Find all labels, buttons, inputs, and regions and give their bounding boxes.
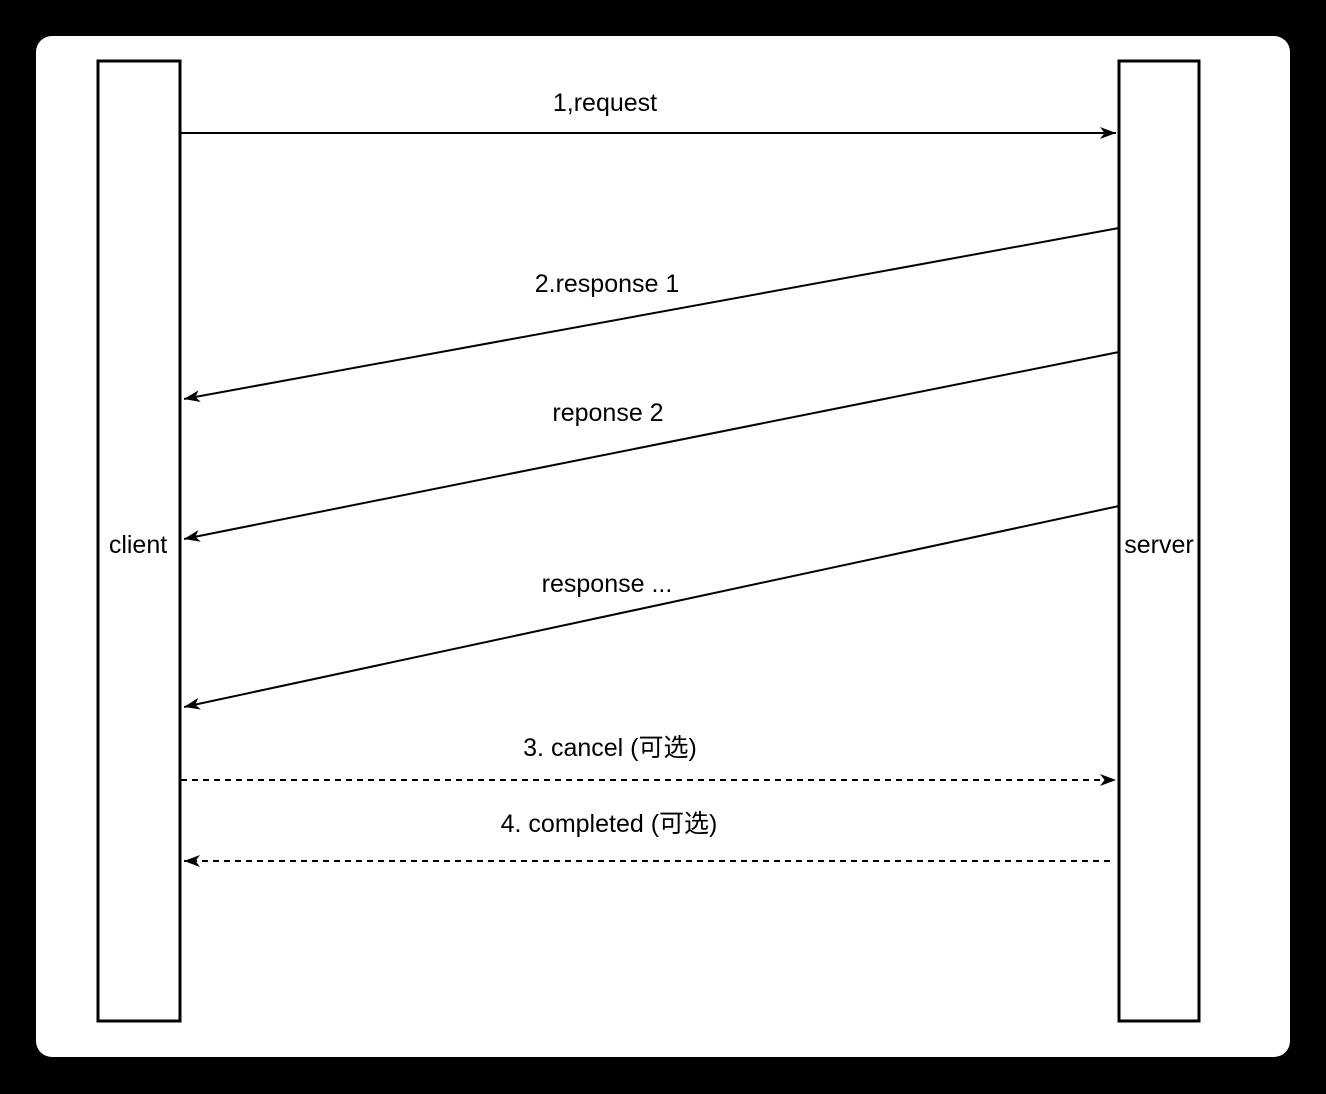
client-label: client — [109, 531, 167, 559]
completed-label: 4. completed (可选) — [501, 810, 718, 838]
diagram-canvas — [36, 36, 1290, 1057]
response1-label: 2.response 1 — [535, 270, 680, 298]
response2-label: reponse 2 — [552, 399, 663, 427]
response2-arrow — [183, 351, 1120, 542]
response-more-arrow — [183, 505, 1120, 710]
cancel-label: 3. cancel (可选) — [523, 734, 697, 762]
response-more-label: response ... — [542, 570, 673, 598]
server-label: server — [1124, 531, 1193, 559]
server-lifeline — [1117, 59, 1201, 1023]
response1-arrow — [183, 227, 1120, 403]
client-lifeline — [96, 59, 182, 1023]
request-label: 1,request — [553, 89, 657, 117]
